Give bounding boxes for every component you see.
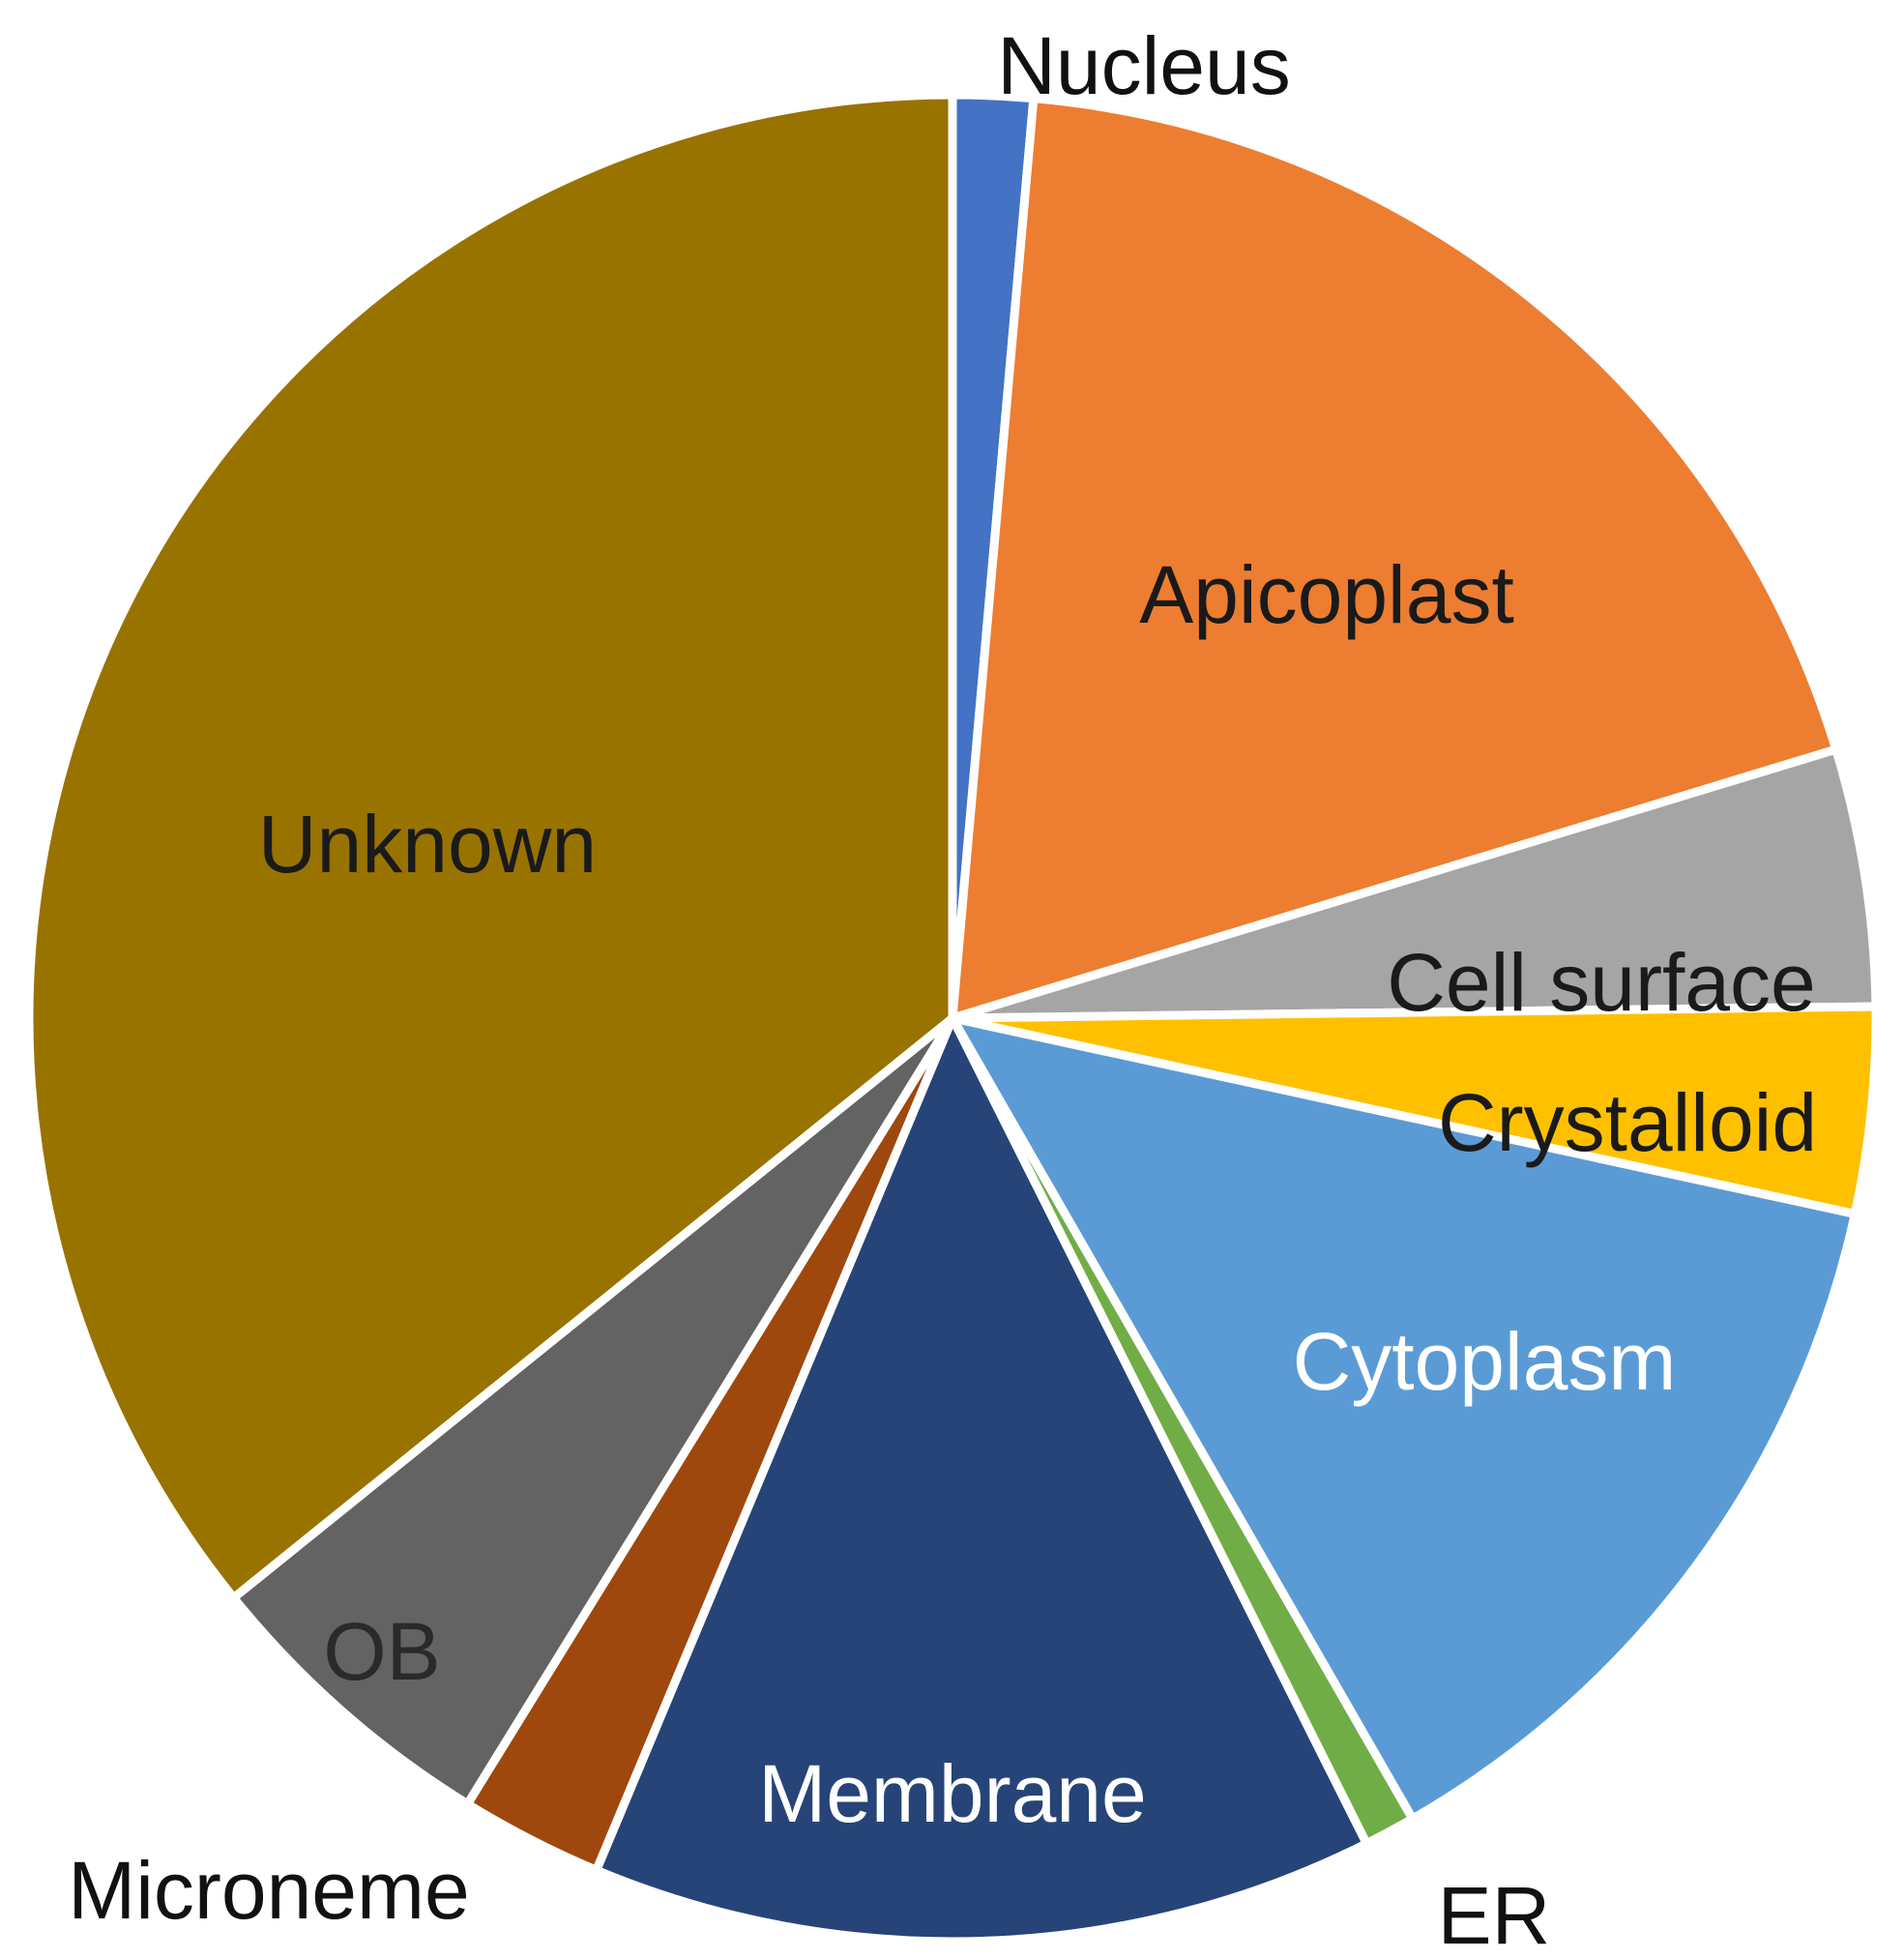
pie-slice-cell-surface bbox=[948, 745, 1881, 1023]
slice-label-unknown: Unknown bbox=[258, 799, 597, 890]
slice-label-apicoplast: Apicoplast bbox=[1139, 549, 1514, 640]
slice-label-ob: OB bbox=[323, 1606, 440, 1697]
pie-slice-apicoplast bbox=[948, 94, 1841, 1023]
pie-slice-membrane bbox=[592, 1013, 1371, 1946]
slice-label-microneme: Microneme bbox=[68, 1845, 469, 1936]
pie-slice-ob bbox=[229, 1013, 957, 1809]
slice-label-nucleus: Nucleus bbox=[997, 20, 1290, 111]
slice-label-membrane: Membrane bbox=[758, 1748, 1147, 1839]
slices-layer bbox=[24, 90, 1881, 1946]
slice-label-crystalloid: Crystalloid bbox=[1438, 1077, 1817, 1168]
pie-slice-cytoplasm bbox=[948, 1013, 1860, 1824]
slice-label-cell-surface: Cell surface bbox=[1387, 937, 1816, 1028]
slice-label-cytoplasm: Cytoplasm bbox=[1293, 1316, 1677, 1407]
slice-label-er: ER bbox=[1438, 1870, 1551, 1959]
pie-slice-unknown bbox=[24, 90, 957, 1602]
